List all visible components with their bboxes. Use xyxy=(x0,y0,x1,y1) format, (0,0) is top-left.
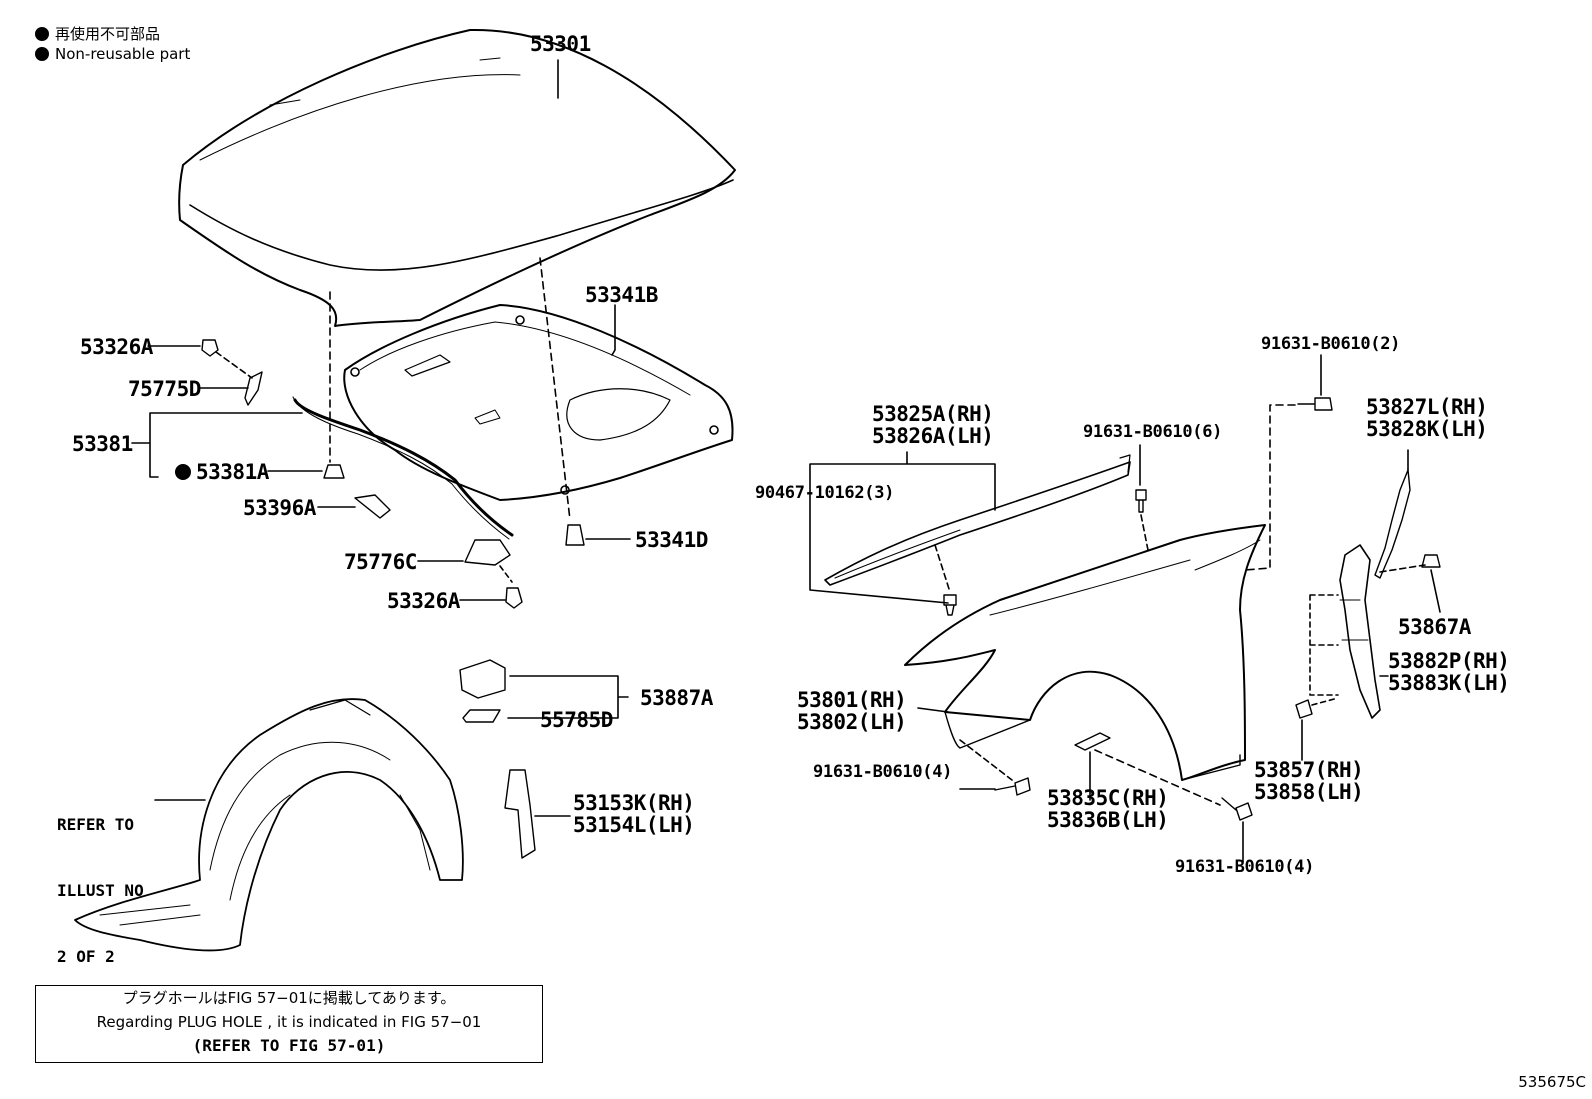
bolt-91631-4-bottom xyxy=(1221,797,1253,863)
legend-row-english: Non-reusable part xyxy=(35,44,190,64)
hood-panel xyxy=(178,28,736,327)
hood-seal-edge xyxy=(292,396,510,540)
label-91631-6: 91631-B0610(6) xyxy=(1083,422,1223,442)
bracket-53381 xyxy=(131,412,303,478)
refer-note: REFER TO ILLUST NO 2 OF 2 xyxy=(57,770,144,1012)
refer-line-1: REFER TO xyxy=(57,815,135,834)
clip-53867A xyxy=(1421,554,1441,613)
clip-53381A xyxy=(267,464,345,479)
label-90467: 90467-10162(3) xyxy=(755,483,895,503)
part-53835C xyxy=(1074,732,1221,806)
non-reusable-dot-icon xyxy=(35,27,49,41)
bracket-75776C xyxy=(417,539,513,583)
label-91631-4-bottom: 91631-B0610(4) xyxy=(1175,857,1315,877)
clip-53857 xyxy=(1295,697,1339,761)
label-53341B: 53341B xyxy=(585,283,658,307)
label-53301: 53301 xyxy=(530,32,591,56)
leader-53341B xyxy=(611,304,616,356)
label-53802: 53802(LH) xyxy=(797,710,907,734)
legend-row-japanese: 再使用不可部品 xyxy=(35,24,190,44)
stopper-75775D xyxy=(199,371,263,406)
label-53801: 53801(RH) xyxy=(797,688,907,712)
label-53341D: 53341D xyxy=(635,528,708,552)
non-reusable-dot-icon xyxy=(175,464,191,480)
label-53326A-top: 53326A xyxy=(80,335,153,359)
label-53857: 53857(RH) xyxy=(1254,758,1364,782)
label-91631-4-left: 91631-B0610(4) xyxy=(813,762,953,782)
label-53381A: 53381A xyxy=(196,460,269,484)
label-75776C: 75776C xyxy=(344,550,417,574)
label-53827L: 53827L(RH) xyxy=(1366,395,1488,419)
note-reference: (REFER TO FIG 57-01) xyxy=(192,1036,386,1055)
part-53827L xyxy=(1374,449,1426,579)
bolt-91631-2 xyxy=(1244,354,1333,571)
label-53153K: 53153K(RH) xyxy=(573,791,695,815)
part-53887A xyxy=(459,659,629,723)
part-53153K xyxy=(504,769,571,859)
label-53836B: 53836B(LH) xyxy=(1047,808,1169,832)
leader-53801 xyxy=(917,707,949,713)
legend-japanese: 再使用不可部品 xyxy=(55,25,161,43)
part-53396A xyxy=(317,494,391,519)
label-53858: 53858(LH) xyxy=(1254,780,1364,804)
label-53828K: 53828K(LH) xyxy=(1366,417,1488,441)
refer-line-3: 2 OF 2 xyxy=(57,947,115,966)
label-53887A: 53887A xyxy=(640,686,713,710)
plug-hole-note: プラグホールはFIG 57−01に掲載してあります。 Regarding PLU… xyxy=(35,985,543,1063)
label-53826A: 53826A(LH) xyxy=(872,424,994,448)
label-53381: 53381 xyxy=(72,432,133,456)
dashed-guide xyxy=(539,257,571,521)
label-53882P: 53882P(RH) xyxy=(1388,649,1510,673)
label-53396A: 53396A xyxy=(243,496,316,520)
bracket-53825A xyxy=(809,451,996,604)
fender-liner xyxy=(74,698,464,952)
label-53326A-bottom: 53326A xyxy=(387,589,460,613)
clip-53326A-bottom xyxy=(459,587,523,609)
bolt-91631-6 xyxy=(1135,444,1149,551)
note-japanese: プラグホールはFIG 57−01に掲載してあります。 xyxy=(122,989,456,1007)
bracket-53882P xyxy=(1309,544,1389,719)
figure-id: 535675C xyxy=(1518,1073,1586,1091)
bolt-90467 xyxy=(934,544,957,616)
label-53867A: 53867A xyxy=(1398,615,1471,639)
front-fender xyxy=(904,524,1266,781)
refer-line-2: ILLUST NO xyxy=(57,881,144,900)
legend-english: Non-reusable part xyxy=(55,45,191,63)
legend: 再使用不可部品 Non-reusable part xyxy=(35,24,190,64)
label-53835C: 53835C(RH) xyxy=(1047,786,1169,810)
note-english: Regarding PLUG HOLE , it is indicated in… xyxy=(96,1013,482,1031)
fender-seal xyxy=(824,454,1131,586)
hood-insulator xyxy=(343,304,734,501)
label-91631-2: 91631-B0610(2) xyxy=(1261,334,1401,354)
label-75775D: 75775D xyxy=(128,377,201,401)
clip-53326A-top xyxy=(147,339,253,379)
label-55785D: 55785D xyxy=(540,708,613,732)
non-reusable-dot-icon xyxy=(35,47,49,61)
label-53154L: 53154L(LH) xyxy=(573,813,695,837)
label-53825A: 53825A(RH) xyxy=(872,402,994,426)
label-53883K: 53883K(LH) xyxy=(1388,671,1510,695)
hood-seal xyxy=(293,398,514,537)
clip-53341D xyxy=(565,524,631,546)
bolt-91631-4-left xyxy=(959,739,1031,796)
